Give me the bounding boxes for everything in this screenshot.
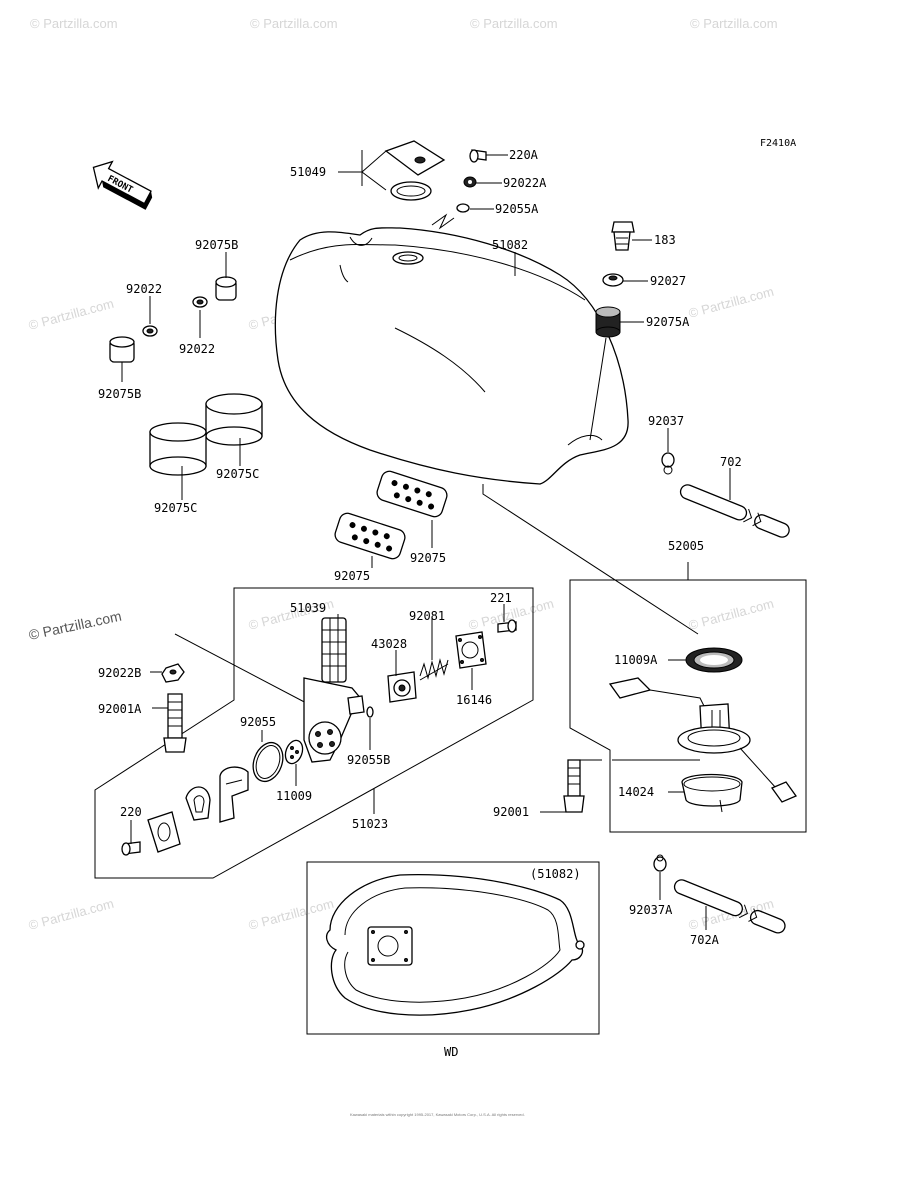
plate-part <box>147 811 181 853</box>
label-51082: 51082 <box>492 238 528 252</box>
fuel-pump-box-52005 <box>482 484 807 833</box>
label-92022-left: 92022 <box>126 282 162 296</box>
label-92055: 92055 <box>240 715 276 729</box>
o-ring-92055 <box>252 741 284 783</box>
bracket-14024 <box>681 773 743 813</box>
label-92027: 92027 <box>650 274 686 288</box>
label-51039: 51039 <box>290 601 326 615</box>
tank-cap-plate <box>384 140 446 201</box>
grip-92075-right <box>376 470 448 518</box>
watermark: © Partzilla.com <box>690 16 778 31</box>
label-92001A: 92001A <box>98 702 142 716</box>
label-92075-left: 92075 <box>334 569 370 583</box>
label-51023: 51023 <box>352 817 388 831</box>
label-92075-right: 92075 <box>410 551 446 565</box>
bolt-92001 <box>563 759 585 813</box>
label-11009: 11009 <box>276 789 312 803</box>
o-ring-92055A <box>431 203 470 230</box>
gasket-11009A <box>685 647 743 673</box>
watermark: © Partzilla.com <box>27 896 116 933</box>
label-702: 702 <box>720 455 742 469</box>
bolt-92001A <box>163 693 187 753</box>
gasket-11009 <box>284 739 304 765</box>
fuel-tank <box>274 227 629 485</box>
label-92001: 92001 <box>493 805 529 819</box>
watermark: © Partzilla.com <box>687 596 776 633</box>
label-92055B: 92055B <box>347 753 390 767</box>
label-14024: 14024 <box>618 785 654 799</box>
sleeve-92075C-right <box>205 393 263 446</box>
label-92075B-left: 92075B <box>98 387 141 401</box>
lever-part <box>219 766 249 823</box>
label-92037: 92037 <box>648 414 684 428</box>
label-92037A: 92037A <box>629 903 673 917</box>
watermark: © Partzilla.com <box>247 896 336 933</box>
watermark: © Partzilla.com <box>470 16 558 31</box>
damper-92075A <box>589 306 621 441</box>
fuel-pump-unit <box>578 677 797 803</box>
washer-92022-left <box>142 325 158 337</box>
label-183: 183 <box>654 233 676 247</box>
label-92022-mid: 92022 <box>179 342 215 356</box>
inset-ref: (51082) <box>530 867 581 881</box>
damper-92075B-left <box>109 336 135 363</box>
screw-221 <box>497 619 517 633</box>
watermark: © Partzilla.com <box>250 16 338 31</box>
label-51049: 51049 <box>290 165 326 179</box>
label-92022B: 92022B <box>98 666 141 680</box>
washer-92022A <box>463 176 477 188</box>
watermark: © Partzilla.com <box>687 284 776 321</box>
nut-92022B <box>161 663 185 683</box>
gasket-16146 <box>455 631 487 669</box>
label-52005: 52005 <box>668 539 704 553</box>
label-702A: 702A <box>690 933 720 947</box>
hose-702 <box>679 484 790 538</box>
front-arrow-icon: FRONT <box>92 160 153 210</box>
diaphragm-cover-43028 <box>387 671 417 703</box>
inset-panel: (51082) WD <box>306 861 600 1059</box>
label-220: 220 <box>120 805 142 819</box>
watermark: © Partzilla.com <box>30 16 118 31</box>
label-16146: 16146 <box>456 693 492 707</box>
sleeve-92075C-left <box>149 422 207 476</box>
watermark-prominent: © Partzilla.com <box>27 608 123 643</box>
grip-92075-left <box>334 512 406 560</box>
label-92075A: 92075A <box>646 315 690 329</box>
label-11009A: 11009A <box>614 653 658 667</box>
inset-caption: WD <box>444 1045 458 1059</box>
label-43028: 43028 <box>371 637 407 651</box>
screw-220 <box>121 841 141 856</box>
label-92075B-top: 92075B <box>195 238 238 252</box>
label-92022A: 92022A <box>503 176 547 190</box>
washer-92027 <box>602 273 624 287</box>
label-92075C-left: 92075C <box>154 501 197 515</box>
spring-92081 <box>419 658 449 681</box>
seal-ring-part <box>185 786 211 821</box>
washer-92022-mid <box>192 296 208 308</box>
label-92081: 92081 <box>409 609 445 623</box>
diagram-code: F2410A <box>760 138 796 149</box>
fuel-valve-51039 <box>303 617 374 763</box>
label-221: 221 <box>490 591 512 605</box>
bolt-183 <box>611 221 635 251</box>
copyright-footer: Kawasaki materials within copyright 1995… <box>350 1112 525 1117</box>
damper-92075B-top <box>215 276 237 301</box>
hose-702A <box>673 879 786 934</box>
watermark: © Partzilla.com <box>27 296 116 333</box>
fuel-valve-assembly-box <box>94 587 534 879</box>
clip-92037A <box>653 854 667 872</box>
label-92055A: 92055A <box>495 202 539 216</box>
label-220A: 220A <box>509 148 539 162</box>
label-92075C-right: 92075C <box>216 467 259 481</box>
screw-220A <box>469 149 487 163</box>
clip-92037 <box>661 452 675 475</box>
leader-lines <box>121 150 731 930</box>
part-labels: 51049 220A 92022A 92055A 51082 183 92027… <box>98 148 742 947</box>
